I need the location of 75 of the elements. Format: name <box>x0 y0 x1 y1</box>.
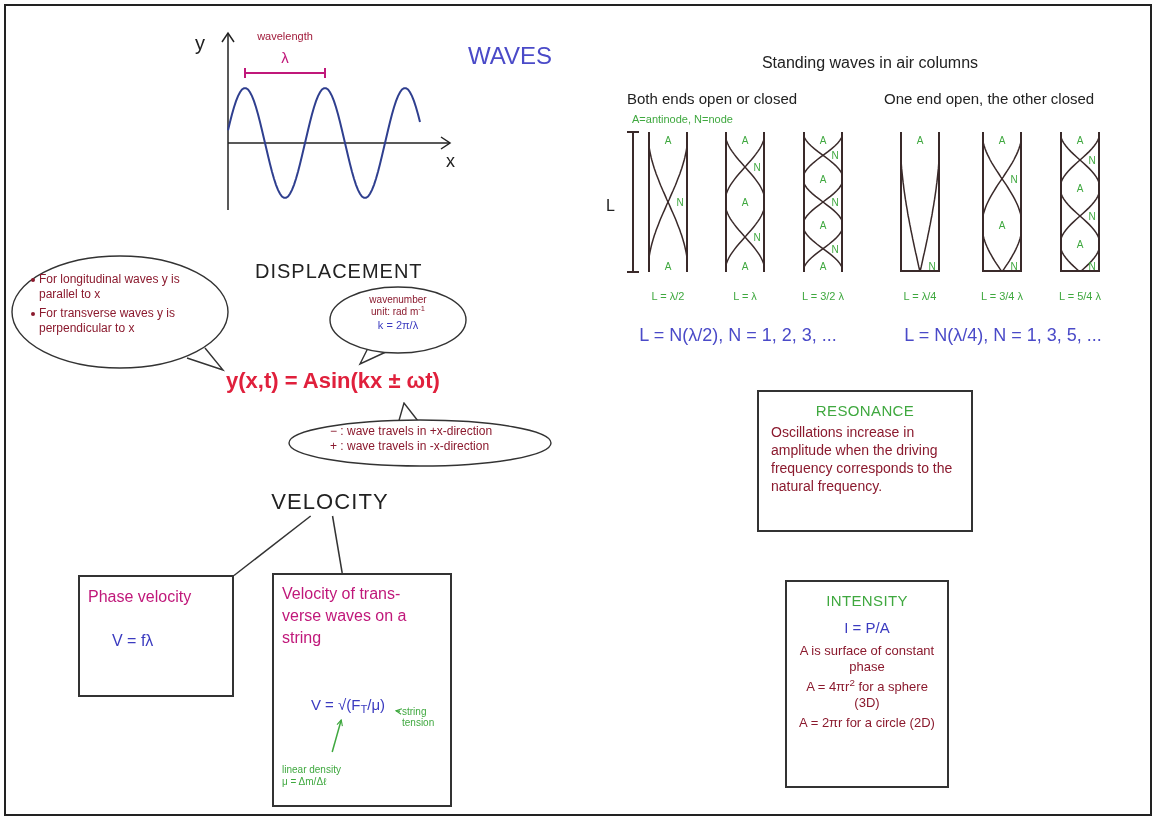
antinode-label: A <box>664 133 672 148</box>
bubble-note: wavenumber unit: rad m$^{-1}$ <box>368 294 428 318</box>
annotation: string tension <box>402 706 436 728</box>
connector-line <box>233 515 312 577</box>
info-box <box>757 390 973 532</box>
leader-arrow <box>331 719 343 753</box>
bullet-note: For longitudinal waves y is parallel to x <box>39 272 181 302</box>
box-text: Oscillations increase in amplitude when the driving frequency corresponds to the natural frequency. <box>771 422 954 495</box>
antinode-label: A <box>741 259 749 274</box>
antinode-label: A <box>998 133 1006 148</box>
node-label: N <box>831 148 839 163</box>
node-label: N <box>928 259 936 274</box>
antinode-label: A <box>741 195 749 210</box>
antinode-label: A <box>819 218 827 233</box>
formula: L = 3/2 λ <box>801 288 845 304</box>
formula: V = fλ <box>111 631 155 651</box>
antinode-label: A <box>998 218 1006 233</box>
formula: L = λ <box>733 288 757 304</box>
node-label: N <box>1010 172 1018 187</box>
formula: L = N(λ/2), N = 1, 2, 3, ... <box>639 323 837 347</box>
antinode-label: A <box>741 133 749 148</box>
box-text: A = 4πr$^{2}$ for a sphere (3D) <box>805 679 929 711</box>
antinode-label: A <box>819 172 827 187</box>
symbol: λ <box>281 47 289 68</box>
node-label: N <box>1088 153 1096 168</box>
info-box <box>272 573 452 807</box>
formula: k = 2π/λ <box>377 318 419 332</box>
connector-line <box>331 515 343 574</box>
heading: VELOCITY <box>271 487 389 516</box>
axis-label: x <box>446 150 455 173</box>
formula: y(x,t) = Asin(kx ± ωt) <box>226 367 440 395</box>
box-title: RESONANCE <box>815 401 915 421</box>
node-label: N <box>1088 209 1096 224</box>
title: WAVES <box>468 41 552 71</box>
box-title: INTENSITY <box>826 591 908 611</box>
node-label: N <box>753 160 761 175</box>
dimension-label: L <box>606 196 615 216</box>
leader-arrow <box>395 708 403 715</box>
node-label: N <box>676 195 684 210</box>
axis-annotation: wavelength <box>257 28 313 44</box>
legend-note: A=antinode, N=node <box>632 112 733 127</box>
antinode-label: A <box>819 133 827 148</box>
bullet-note: For transverse waves y is perpendicular to x <box>39 306 177 336</box>
node-label: N <box>831 195 839 210</box>
bubble-note: − : wave travels in +x-direction <box>330 424 494 439</box>
antinode-label: A <box>916 133 924 148</box>
antinode-label: A <box>1076 181 1084 196</box>
antinode-label: A <box>664 259 672 274</box>
node-label: N <box>753 230 761 245</box>
node-label: N <box>1010 259 1018 274</box>
antinode-label: A <box>1076 237 1084 252</box>
formula: L = N(λ/4), N = 1, 3, 5, ... <box>904 323 1102 347</box>
axis-label: y <box>195 31 205 56</box>
node-label: N <box>831 242 839 257</box>
formula: L = λ/4 <box>903 288 937 304</box>
subheading: One end open, the other closed <box>884 89 1095 109</box>
formula: I = P/A <box>844 617 890 638</box>
box-title: Phase velocity <box>88 587 193 607</box>
info-box <box>78 575 234 697</box>
subheading: Both ends open or closed <box>627 89 798 109</box>
box-title: Velocity of trans- verse waves on a string <box>282 584 408 648</box>
formula: L = λ/2 <box>651 288 685 304</box>
formula: L = 5/4 λ <box>1058 288 1102 304</box>
info-box <box>785 580 949 788</box>
node-label: N <box>1088 259 1096 274</box>
heading: Standing waves in air columns <box>761 53 979 73</box>
formula: μ = Δm/Δℓ <box>282 776 328 788</box>
heading: DISPLACEMENT <box>255 259 423 284</box>
formula: V = √(F$_{T}$/μ) <box>310 694 386 717</box>
bubble-note: + : wave travels in -x-direction <box>330 439 491 454</box>
formula: L = 3/4 λ <box>980 288 1024 304</box>
box-text: A = 2πr for a circle (2D) <box>799 715 935 731</box>
antinode-label: A <box>1076 133 1084 148</box>
antinode-label: A <box>819 259 827 274</box>
annotation: linear density <box>282 764 342 776</box>
